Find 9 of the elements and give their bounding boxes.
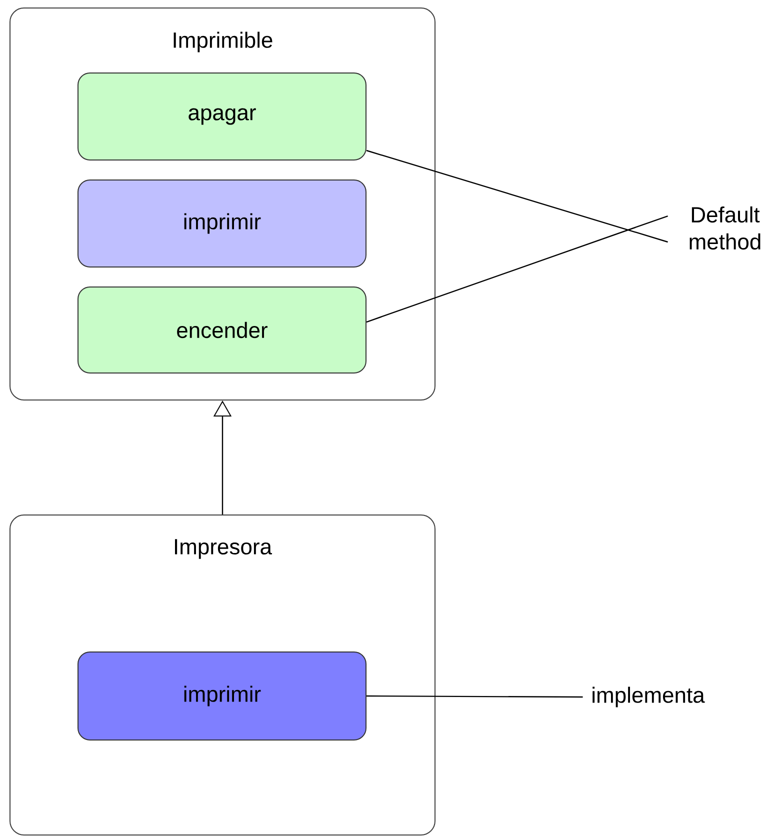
note-text: Default method [690, 206, 760, 250]
leader-line [366, 215, 668, 323]
method-box: apagar [78, 72, 366, 160]
method-box: imprimir [78, 180, 366, 268]
method-box: imprimir [78, 652, 366, 740]
note-text: implementa [592, 686, 705, 708]
method-box: encender [78, 286, 366, 374]
leader-line [366, 695, 583, 698]
leader-line [366, 150, 668, 243]
